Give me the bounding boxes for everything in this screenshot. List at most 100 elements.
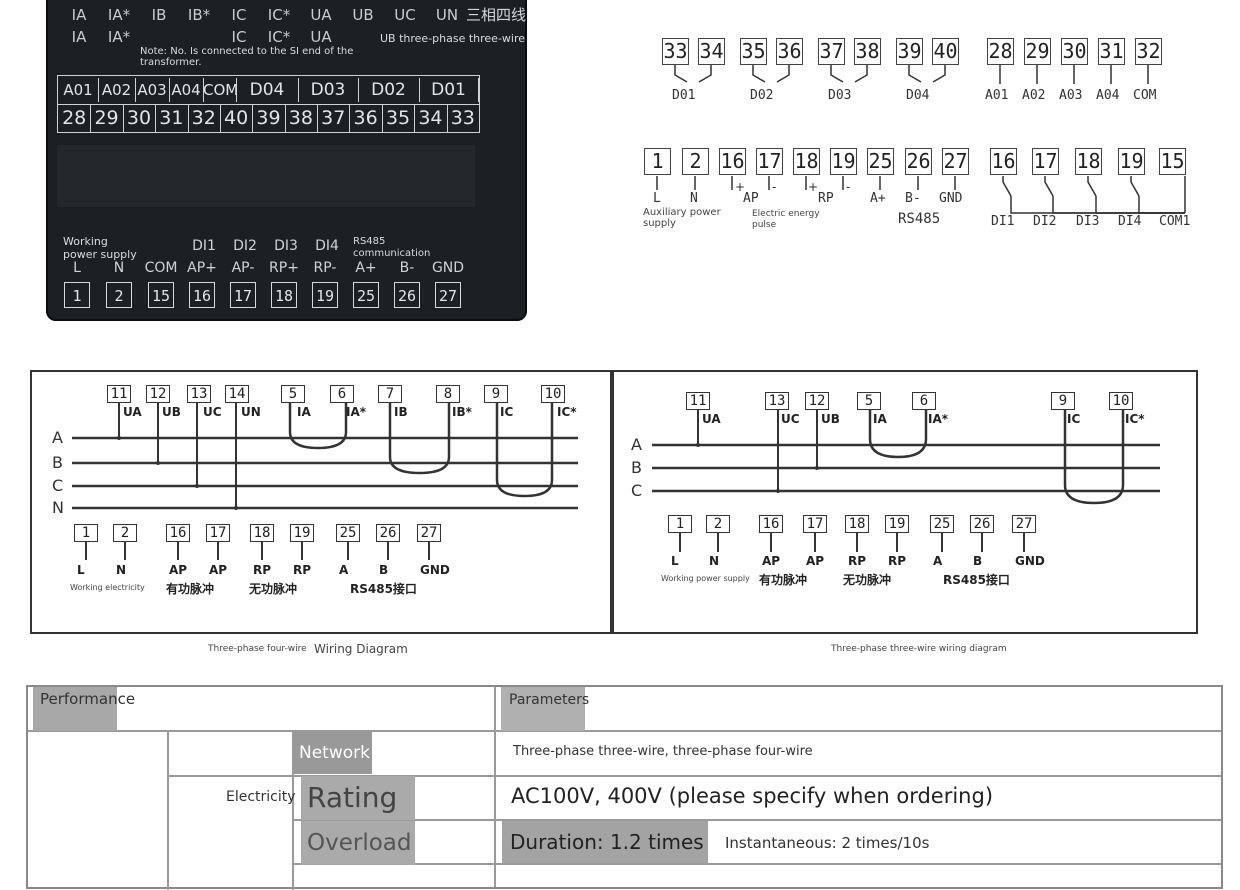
wiring-bottom-terminal: 27 xyxy=(417,524,441,542)
do-terminal: 38 xyxy=(854,38,881,65)
working-supply-label: Working power supply xyxy=(661,574,750,583)
wiring-bottom-terminal: 16 xyxy=(759,515,783,533)
mid-terminal: 2 xyxy=(682,148,709,175)
mid-terminal-label: B- xyxy=(905,191,921,206)
overload-label: Overload xyxy=(301,821,415,865)
strip-number: 30 xyxy=(122,104,157,132)
panel-top-label-lower: IA* xyxy=(107,28,131,46)
pulse-sign: + xyxy=(735,180,746,194)
strip-label: A04 xyxy=(169,78,204,102)
wiring-terminal: 9 xyxy=(484,385,508,403)
panel-top-label-lower: UA xyxy=(310,28,332,46)
wiring-bottom-label: GND xyxy=(420,563,450,577)
mid-terminal: 26 xyxy=(905,148,932,175)
panel-top-label: IC xyxy=(231,6,247,24)
strip-number: 29 xyxy=(90,104,124,132)
panel-top-label: IB* xyxy=(187,6,211,24)
strip-number: 37 xyxy=(317,104,351,132)
table-row-line-2 xyxy=(167,775,1221,777)
panel-bottom-label: RP- xyxy=(313,260,337,276)
wiring-terminal-label: UC xyxy=(203,405,222,419)
panel-di-label: DI3 xyxy=(274,238,298,254)
ao-terminal: 28 xyxy=(987,38,1014,65)
wiring-terminal-label: UA xyxy=(123,405,142,419)
rs485-label: RS485 xyxy=(898,211,941,227)
strip-number: 28 xyxy=(58,104,92,132)
network-label: Network xyxy=(294,732,372,774)
panel-terminal-number: 25 xyxy=(353,282,379,308)
mid-terminal: 1 xyxy=(644,148,671,175)
ao-terminal: 29 xyxy=(1024,38,1051,65)
panel-di-label: DI2 xyxy=(233,238,257,254)
di-terminal: 18 xyxy=(1075,148,1102,175)
phase-label: B xyxy=(52,453,63,472)
ao-label: A03 xyxy=(1059,88,1083,103)
wiring-terminal-label: IB* xyxy=(452,405,472,419)
rs485-port-label: RS485接口 xyxy=(350,582,417,596)
wiring-terminal: 13 xyxy=(765,392,789,410)
electricity-label: Electricity xyxy=(226,789,296,805)
table-col-divider-3 xyxy=(292,730,294,890)
panel-top-label-lower: IC xyxy=(231,28,247,46)
phase-label: B xyxy=(631,458,642,477)
table-row-line-4 xyxy=(292,863,1221,865)
strip-number: 39 xyxy=(252,104,286,132)
mid-terminal-label: N xyxy=(690,191,698,206)
wiring-terminal-label: IB xyxy=(394,405,408,419)
do-terminal: 40 xyxy=(932,38,959,65)
panel-top-label: IB xyxy=(151,6,167,24)
do-terminal: 33 xyxy=(662,38,689,65)
strip-number: 33 xyxy=(446,104,480,132)
ao-label: A02 xyxy=(1022,88,1046,103)
wiring-bottom-label: A xyxy=(339,563,349,577)
di-label: DI4 xyxy=(1118,214,1142,229)
mid-terminal-label: RP xyxy=(818,191,834,206)
wiring-terminal: 12 xyxy=(146,385,170,403)
table-row-line-3 xyxy=(292,819,1221,821)
spec-table: Performance Parameters Network Three-pha… xyxy=(26,685,1223,890)
wiring-bottom-label: N xyxy=(116,563,127,577)
do-label: D02 xyxy=(750,88,774,103)
wiring-terminal: 7 xyxy=(378,385,402,403)
wiring-terminal: 5 xyxy=(857,392,881,410)
strip-number: 32 xyxy=(187,104,221,132)
strip-number: 40 xyxy=(219,104,254,132)
mid-terminal: 18 xyxy=(793,148,820,175)
panel-top-label: UB xyxy=(352,6,374,24)
do-terminal: 35 xyxy=(740,38,767,65)
wiring-bottom-terminal: 17 xyxy=(206,524,230,542)
ub-three-phase-note: UB three-phase three-wire xyxy=(380,32,526,45)
panel-terminal-number: 27 xyxy=(435,282,461,308)
phase-label: N xyxy=(52,498,64,517)
di-label: DI2 xyxy=(1033,214,1057,229)
mid-terminal: 27 xyxy=(942,148,969,175)
wiring-terminal-label: IA* xyxy=(346,405,367,419)
ao-terminal: 32 xyxy=(1135,38,1162,65)
di-label: DI1 xyxy=(991,214,1015,229)
panel-bottom-label: N xyxy=(113,260,125,276)
mid-terminal-label: A+ xyxy=(870,191,886,206)
panel-top-label: IA xyxy=(71,6,87,24)
wiring-lines xyxy=(72,403,1160,560)
mid-terminal-label: AP xyxy=(743,191,759,206)
strip-label: A02 xyxy=(98,78,136,102)
wiring-terminal: 9 xyxy=(1051,392,1075,410)
strip-label: A01 xyxy=(58,78,99,102)
diagram-divider xyxy=(610,370,614,632)
mid-terminal: 16 xyxy=(719,148,746,175)
wiring-terminal-label: IA* xyxy=(928,412,949,426)
ao-terminal: 31 xyxy=(1098,38,1125,65)
ao-label: A01 xyxy=(985,88,1009,103)
active-pulse-label: 有功脉冲 xyxy=(759,573,808,587)
table-col-divider-2 xyxy=(167,730,169,890)
panel-top-label-lower: IC* xyxy=(267,28,291,46)
do-ao-wires xyxy=(656,65,1186,214)
panel-bottom-label: L xyxy=(73,260,81,276)
strip-number: 36 xyxy=(349,104,383,132)
strip-label: D03 xyxy=(298,78,359,102)
performance-header: Performance xyxy=(33,687,135,731)
wiring-terminal: 8 xyxy=(436,385,460,403)
wiring-terminal-label: UC xyxy=(781,412,800,426)
strip-label: D02 xyxy=(358,78,420,102)
table-row-line-1 xyxy=(28,730,1221,732)
